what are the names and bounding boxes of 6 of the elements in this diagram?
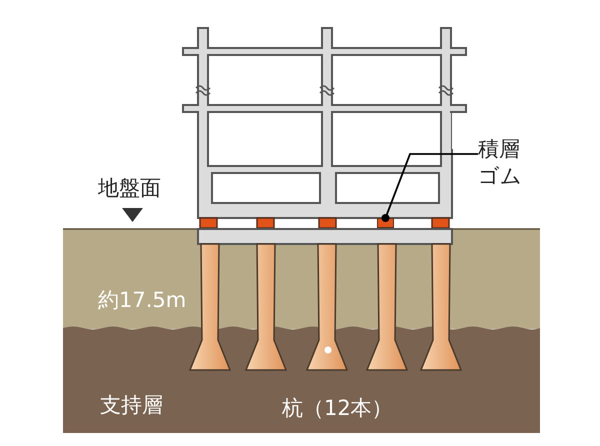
pile-label: 杭（12本） xyxy=(282,396,393,420)
ground-level-label: 地盤面 xyxy=(98,176,161,200)
stratum-label: 支持層 xyxy=(100,393,163,417)
callout-label: 積層ゴム xyxy=(478,136,526,190)
leader-line xyxy=(382,153,478,222)
depth-label: 約17.5m xyxy=(98,288,186,312)
